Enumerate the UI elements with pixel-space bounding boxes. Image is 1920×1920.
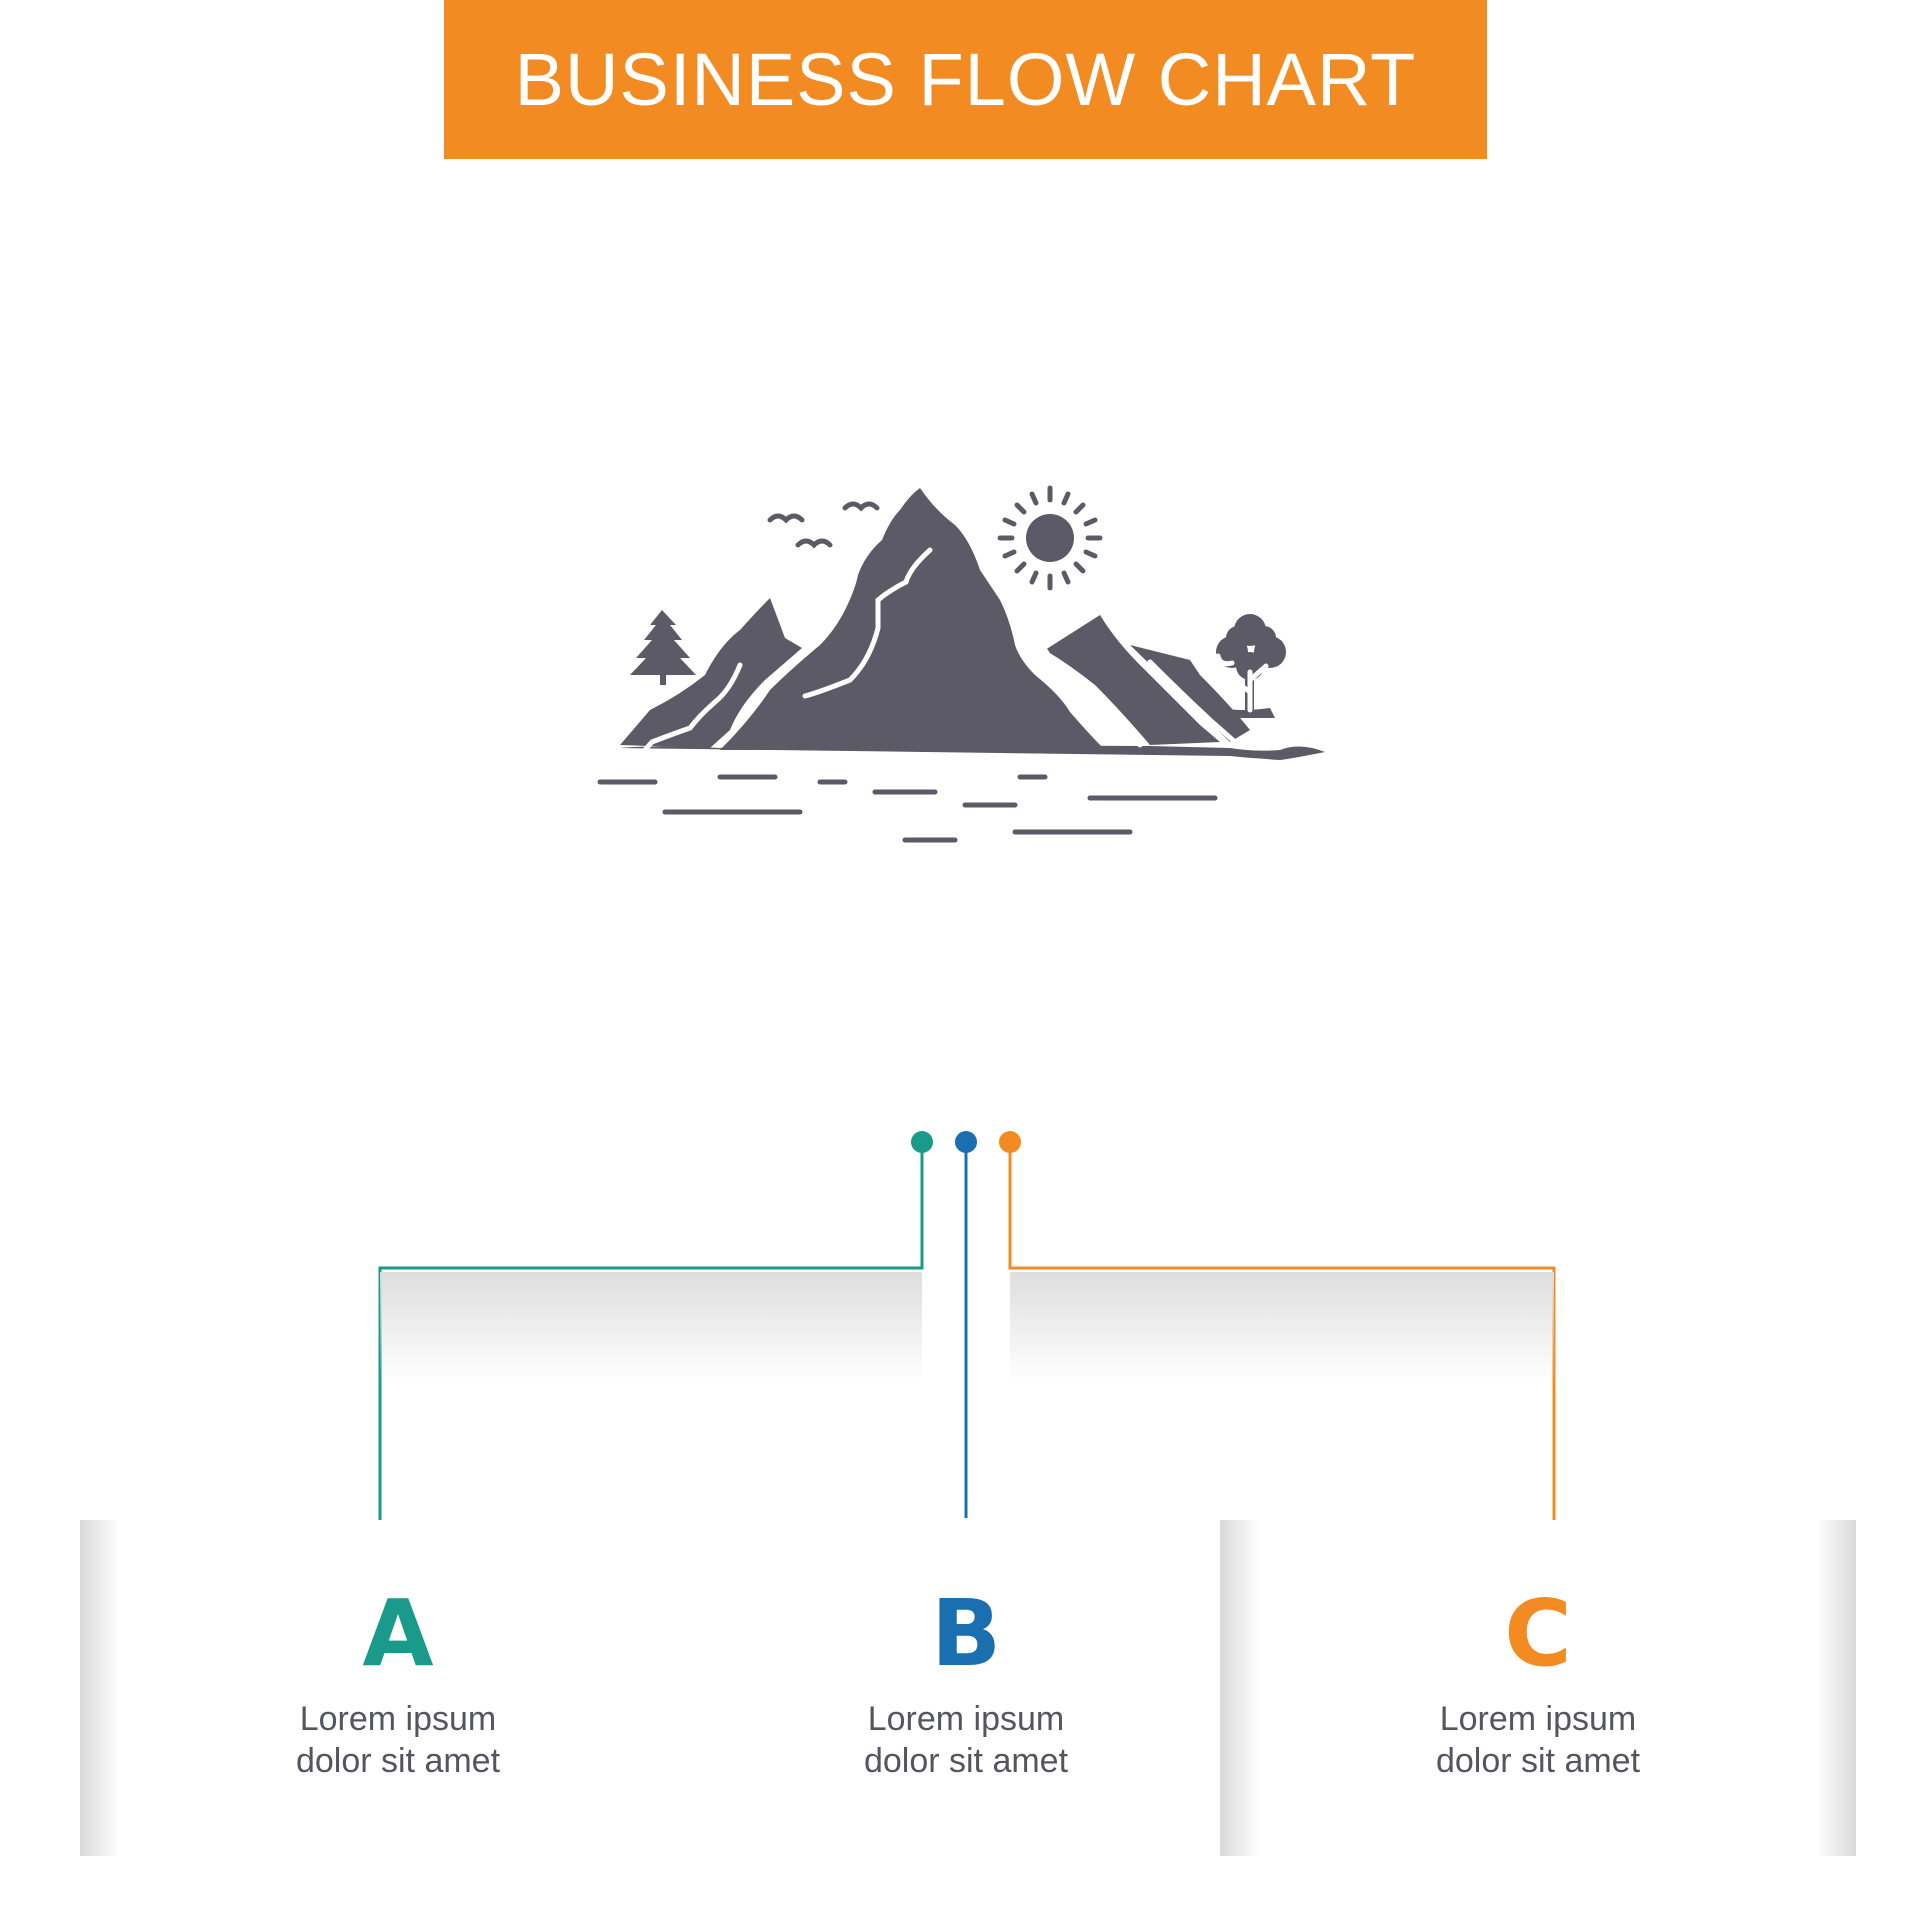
mountain-landscape-icon xyxy=(597,485,1325,843)
step-line-2: dolor sit amet xyxy=(295,1742,501,1780)
step-card-a: A Lorem ipsum dolor sit amet xyxy=(80,1520,716,1856)
step-card-b: B Lorem ipsum dolor sit amet xyxy=(648,1520,1284,1856)
step-letter: B xyxy=(930,1580,1002,1687)
step-description: Lorem ipsum dolor sit amet xyxy=(80,1698,716,1782)
connector-a-dot xyxy=(911,1131,933,1153)
step-letter: C xyxy=(1504,1580,1572,1687)
step-description: Lorem ipsum dolor sit amet xyxy=(648,1698,1284,1782)
connector-a-line xyxy=(378,1148,924,1538)
step-letter: A xyxy=(362,1580,434,1687)
step-line-1: Lorem ipsum xyxy=(867,1700,1065,1738)
card-shadow-right xyxy=(1816,1520,1856,1856)
shade-left xyxy=(380,1272,922,1382)
card-shadow-left xyxy=(648,1520,688,1856)
step-description: Lorem ipsum dolor sit amet xyxy=(1220,1698,1856,1782)
connector-c-line xyxy=(1008,1148,1556,1538)
card-shadow-left xyxy=(1220,1520,1260,1856)
step-card-c: C Lorem ipsum dolor sit amet xyxy=(1220,1520,1856,1856)
step-line-1: Lorem ipsum xyxy=(299,1700,497,1738)
page-title: BUSINESS FLOW CHART xyxy=(514,38,1417,121)
connector-b-dot xyxy=(955,1131,977,1153)
step-line-2: dolor sit amet xyxy=(1435,1742,1641,1780)
step-line-1: Lorem ipsum xyxy=(1439,1700,1637,1738)
step-line-2: dolor sit amet xyxy=(863,1742,1069,1780)
card-shadow-left xyxy=(80,1520,120,1856)
connector-c-dot xyxy=(999,1131,1021,1153)
shade-right xyxy=(1010,1272,1554,1382)
title-banner: BUSINESS FLOW CHART xyxy=(444,0,1487,159)
